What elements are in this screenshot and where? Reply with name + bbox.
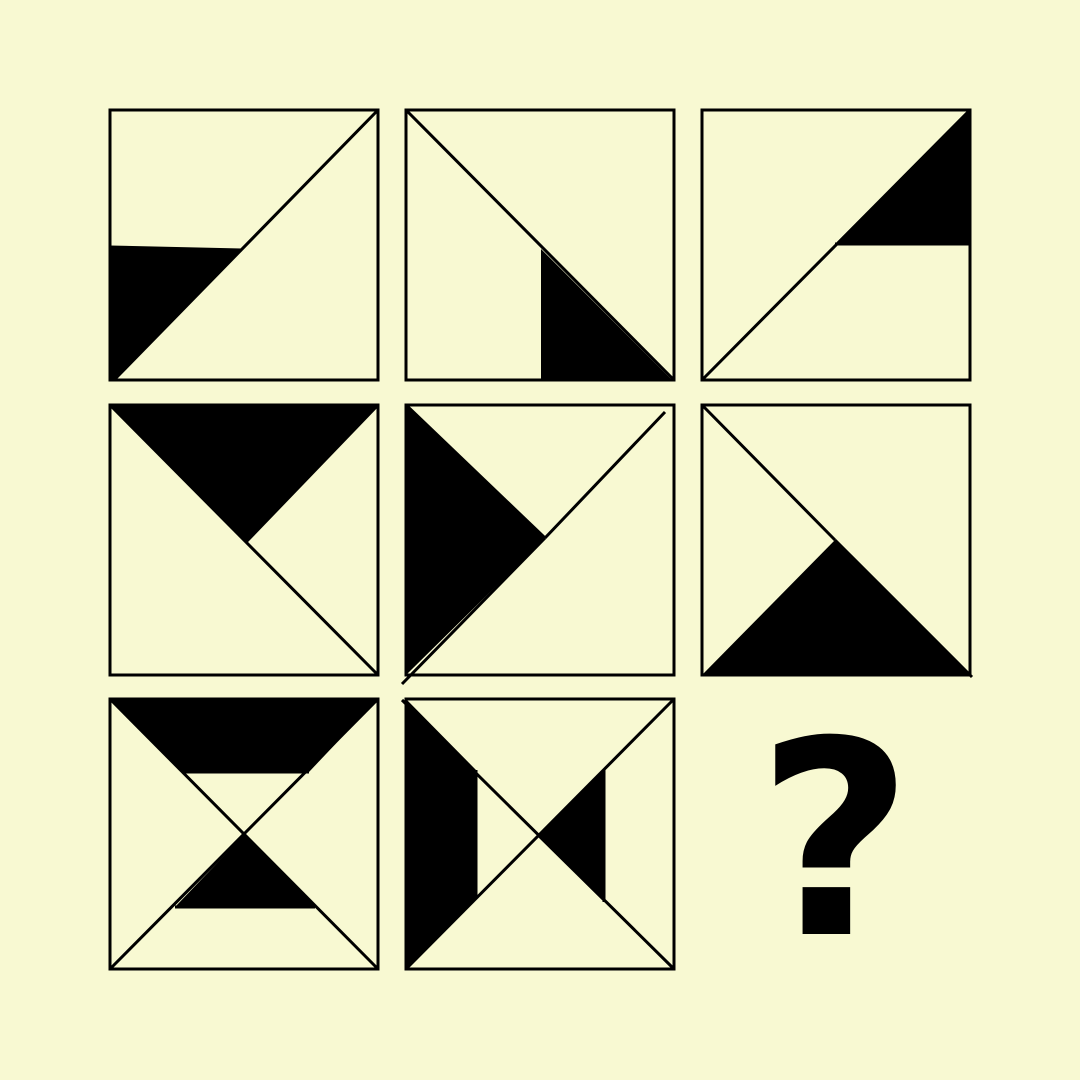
missing-tile: ? (757, 683, 914, 998)
tile-r2-c1 (108, 403, 380, 677)
black-region-left (406, 699, 476, 969)
question-mark: ? (757, 683, 914, 998)
diagonal-line (400, 536, 547, 686)
tile-frame (108, 108, 380, 382)
tile-frame (404, 108, 676, 382)
diagonal-line (700, 403, 837, 542)
tile-frame (108, 403, 380, 677)
tile-r1-c3 (700, 108, 972, 382)
tile-r3-c1 (108, 697, 380, 971)
diagonal-line (543, 410, 667, 540)
diagonal-line (112, 108, 380, 382)
tile-frame (700, 403, 972, 677)
tile-r1-c1 (108, 108, 380, 382)
black-region (406, 405, 545, 675)
diagonal-line (244, 403, 380, 544)
puzzle-grid: ? (108, 108, 974, 998)
tile-r2-c3 (700, 403, 974, 679)
diagonal-line (404, 403, 547, 540)
diagonal-line (404, 697, 676, 971)
diagonal-line (404, 108, 676, 382)
black-region (110, 405, 378, 542)
diagonal-line (108, 403, 380, 677)
tile-r1-c2 (404, 108, 676, 382)
black-region (702, 540, 970, 675)
black-region (541, 249, 672, 380)
tile-frame (700, 108, 972, 382)
black-region-top (110, 699, 378, 772)
tile-frame (108, 697, 380, 971)
tile-frame (404, 697, 676, 971)
tile-frame (404, 403, 676, 677)
diagonal-line (833, 538, 974, 679)
diagonal-line (108, 697, 380, 971)
tile-r3-c2 (400, 697, 676, 971)
tile-r2-c2 (400, 403, 676, 686)
edge-line (109, 245, 243, 252)
black-region-bottom (175, 834, 315, 907)
black-region (110, 247, 242, 380)
black-region-right (537, 770, 604, 902)
